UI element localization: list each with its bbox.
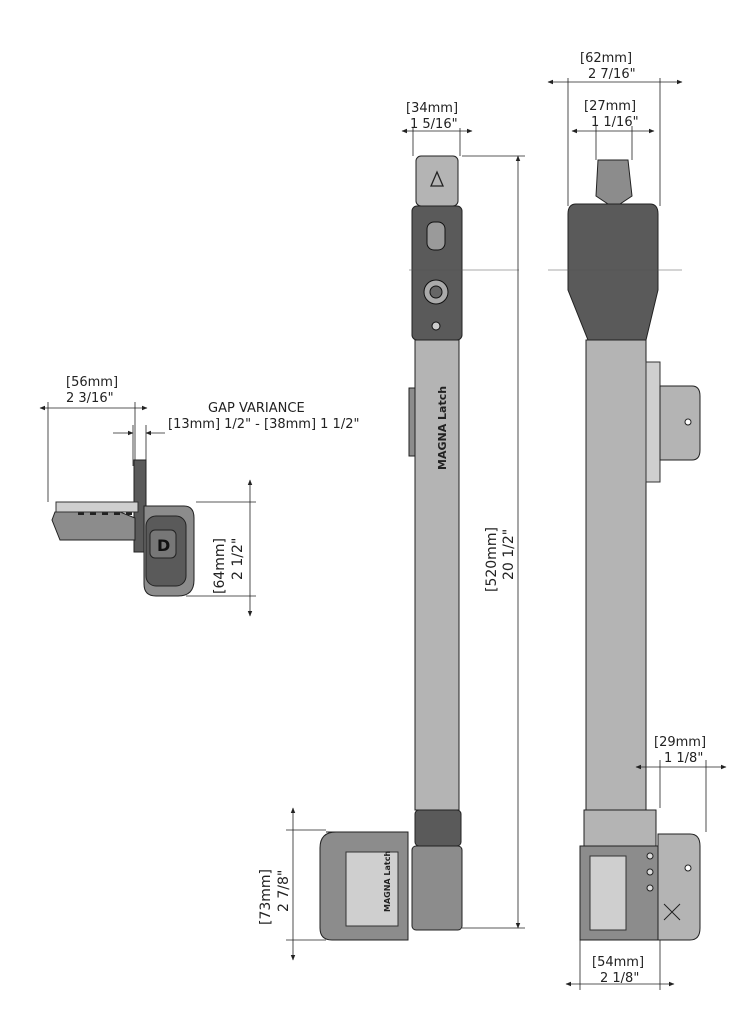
gap-variance-title: GAP VARIANCE xyxy=(208,401,305,416)
bar-logo: MAGNA Latch xyxy=(436,386,449,470)
latch-side-elevation: [62mm] 2 7/16" [27mm] 1 1/16" [29mm] xyxy=(547,51,727,990)
cross-mark-icon xyxy=(663,903,681,921)
latch-front-view: [34mm] 1 5/16" MAGNA Latch MAGNA Latch [… xyxy=(258,101,525,961)
dim-54mm-label: [54mm] xyxy=(592,955,644,970)
dim-62mm-label: [62mm] xyxy=(580,51,632,66)
dim-34mm-label: [34mm] xyxy=(406,101,458,116)
dim-29mm-label: [29mm] xyxy=(654,735,706,750)
dim-2-1-2-label: 2 1/2" xyxy=(230,538,246,580)
foot-logo: MAGNA Latch xyxy=(383,851,392,912)
dim-2-3-16-label: 2 3/16" xyxy=(66,391,114,406)
dim-2-1-8-label: 2 1/8" xyxy=(600,971,639,986)
dim-2-7-8-label: 2 7/8" xyxy=(276,870,292,912)
dim-2-7-16-label: 2 7/16" xyxy=(588,67,636,82)
dim-56mm-label: [56mm] xyxy=(66,375,118,390)
dim-1-5-16-label: 1 5/16" xyxy=(410,117,458,132)
dim-64mm-label: [64mm] xyxy=(212,538,228,594)
brand-d-icon: D xyxy=(157,536,170,555)
dim-520mm-label: [520mm] xyxy=(484,527,500,592)
dim-73mm-label: [73mm] xyxy=(258,869,274,925)
dim-27mm-label: [27mm] xyxy=(584,99,636,114)
dim-20-1-2-label: 20 1/2" xyxy=(501,529,517,580)
dim-1-1-16-label: 1 1/16" xyxy=(591,115,639,130)
gap-variance-range: [13mm] 1/2" - [38mm] 1 1/2" xyxy=(168,417,359,432)
dim-1-1-8-label: 1 1/8" xyxy=(664,751,703,766)
latch-side-view: [56mm] 2 3/16" GAP VARIANCE [13mm] 1/2" … xyxy=(39,375,359,617)
